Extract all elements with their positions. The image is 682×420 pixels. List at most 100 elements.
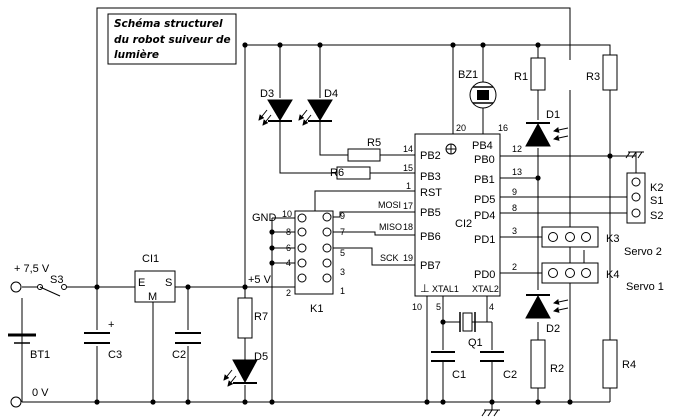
title-box: Schéma structurel du robot suiveur de lu… — [107, 13, 237, 65]
pin-xtal1: XTAL1 — [432, 284, 459, 294]
servo-1-label: Servo 1 — [626, 281, 664, 293]
k1-pin-6: 6 — [286, 243, 291, 253]
pin-pb7: PB7 — [420, 260, 441, 272]
title-line-3: lumière — [114, 49, 159, 61]
pin-num-17: 17 — [403, 201, 413, 211]
pin-num-3: 3 — [512, 226, 517, 236]
d2-label: D2 — [546, 323, 560, 335]
capacitor-c1: C1 — [431, 351, 466, 381]
r3-label: R3 — [586, 71, 600, 83]
k1-pin-3: 3 — [340, 267, 345, 277]
r2-label: R2 — [550, 363, 564, 375]
d1-label: D1 — [546, 109, 560, 121]
ci1-pin-m: M — [148, 291, 157, 303]
ground-symbol — [481, 409, 500, 417]
pin-num-20: 20 — [456, 123, 466, 133]
pin-pb2: PB2 — [420, 150, 441, 162]
k4-label: K4 — [606, 269, 619, 281]
k1-pin-10: 10 — [282, 209, 292, 219]
pin-num-10: 10 — [412, 302, 422, 312]
d4-label: D4 — [324, 88, 338, 100]
k2-label: K2 — [650, 182, 663, 194]
pin-pb3: PB3 — [420, 171, 441, 183]
k1-label: K1 — [310, 303, 323, 315]
pin-num-4: 4 — [489, 302, 494, 312]
photodiode-d2: D2 — [525, 294, 569, 335]
connector-k1: GND 10 8 6 4 2 9 7 5 3 1 K1 — [252, 209, 345, 315]
pin-num-1: 1 — [406, 181, 411, 191]
resistor-r3: R3 — [586, 54, 618, 91]
capacitor-c3: + C3 — [84, 319, 122, 361]
bz1-label: BZ1 — [458, 69, 478, 81]
r4-label: R4 — [622, 359, 636, 371]
supply-voltage-label: + 7,5 V — [14, 263, 50, 275]
buzzer-bz1: BZ1 — [458, 69, 497, 109]
k1-pin-8: 8 — [286, 227, 291, 237]
pin-num-16: 16 — [498, 123, 508, 133]
c2-left-label: C2 — [172, 349, 186, 361]
k1-pin-9: 9 — [340, 211, 345, 221]
sck-label: SCK — [380, 253, 399, 263]
pin-pd4: PD4 — [474, 210, 495, 222]
d3-label: D3 — [260, 88, 274, 100]
r6-label: R6 — [330, 167, 344, 179]
ci1-label: CI1 — [142, 253, 159, 265]
pin-num-8: 8 — [512, 203, 517, 213]
resistor-r4: R4 — [602, 339, 636, 389]
s3-label: S3 — [50, 274, 63, 286]
pin-num-19: 19 — [403, 253, 413, 263]
pin-num-13: 13 — [512, 167, 522, 177]
pin-num-12: 12 — [512, 144, 522, 154]
k2-pin-s1: S1 — [650, 195, 663, 207]
r5-label: R5 — [367, 137, 381, 149]
microcontroller-ci2: CI2 PB2 PB3 RST PB5 PB6 PB7 PB4 PB0 PB1 … — [403, 123, 522, 312]
r1-label: R1 — [514, 71, 528, 83]
pin-num-14: 14 — [403, 144, 413, 154]
k1-pin-7: 7 — [340, 227, 345, 237]
k2-pin-s2: S2 — [650, 210, 663, 222]
led-d4: D4 — [298, 88, 338, 126]
c2-right-label: C2 — [503, 369, 517, 381]
d5-label: D5 — [254, 351, 268, 363]
regulator-ci1: CI1 E S M — [134, 253, 176, 303]
pin-num-18: 18 — [403, 222, 413, 232]
resistor-r6: R6 — [330, 166, 371, 180]
pin-num-2: 2 — [512, 262, 517, 272]
k1-pin-1: 1 — [340, 286, 345, 296]
resistor-r7: R7 — [237, 297, 268, 360]
pin-pd1: PD1 — [474, 234, 495, 246]
supply-input: + 7,5 V 0 V — [10, 263, 50, 408]
connector-k3: K3 Servo 2 — [541, 226, 662, 258]
resistor-r1: R1 — [514, 57, 546, 91]
connector-k4: K4 Servo 1 — [541, 262, 664, 293]
pin-pb5: PB5 — [420, 207, 441, 219]
title-line-1: Schéma structurel — [114, 18, 223, 30]
pin-xtal2: XTAL2 — [472, 284, 499, 294]
switch-s3: S3 — [37, 274, 67, 297]
ci1-pin-e: E — [138, 277, 145, 289]
ci2-label: CI2 — [455, 218, 472, 230]
mosi-label: MOSI — [378, 200, 401, 210]
crystal-q1: Q1 — [459, 312, 483, 349]
title-line-2: du robot suiveur de — [114, 34, 231, 46]
battery-bt1: BT1 — [8, 298, 50, 390]
c1-label: C1 — [452, 369, 466, 381]
connector-k2: K2 S1 S2 — [625, 151, 663, 224]
capacitor-c2-left: C2 — [172, 332, 201, 361]
rail-5v-label: +5 V — [248, 274, 272, 286]
capacitor-c2-right: C2 — [480, 351, 517, 381]
miso-label: MISO — [379, 222, 402, 232]
pin-num-5: 5 — [436, 302, 441, 312]
servo-2-label: Servo 2 — [624, 246, 662, 258]
pin-num-15: 15 — [403, 163, 413, 173]
svg-text:⊥: ⊥ — [420, 283, 430, 295]
k1-pin-4: 4 — [286, 258, 291, 268]
pin-num-9: 9 — [512, 187, 517, 197]
c3-label: C3 — [108, 349, 122, 361]
ci1-pin-s: S — [165, 277, 172, 289]
photodiode-d1: D1 — [525, 109, 569, 147]
led-d3: D3 — [258, 88, 293, 126]
junctions — [94, 42, 613, 405]
k1-gnd-label: GND — [252, 212, 277, 224]
